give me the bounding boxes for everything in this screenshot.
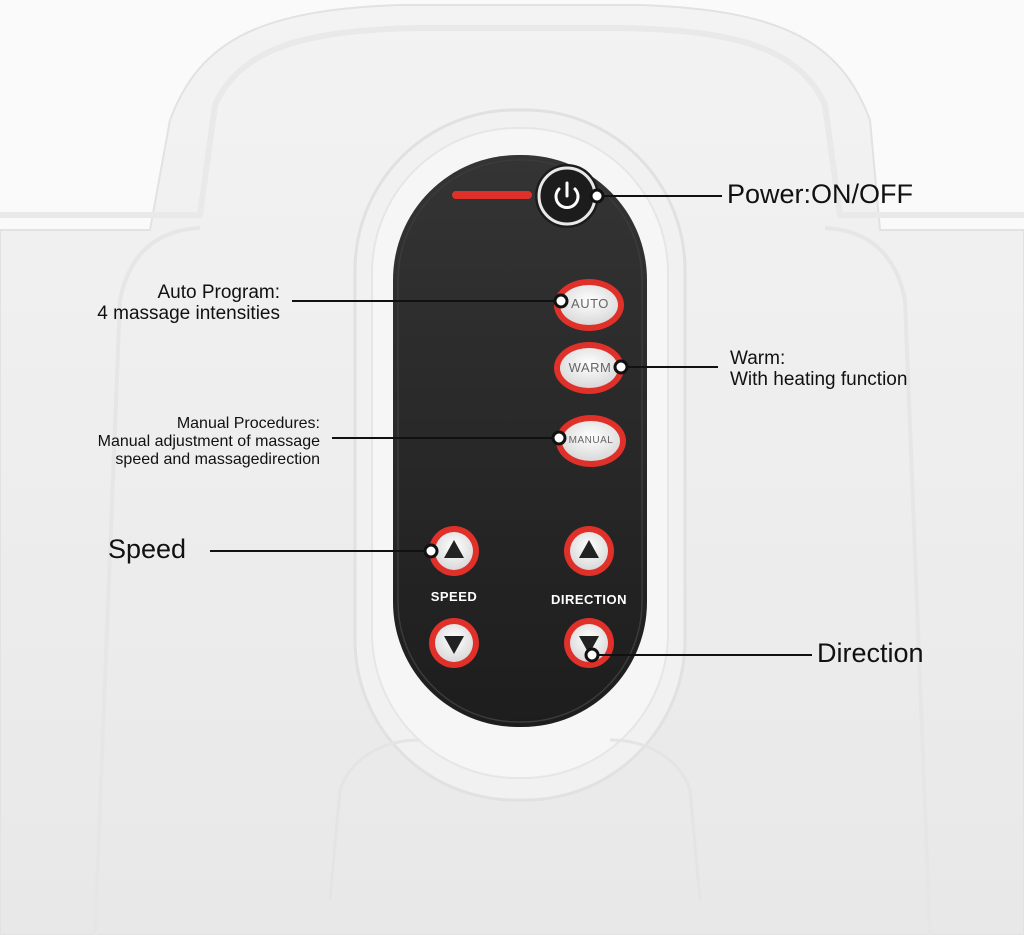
auto-callout-line-1: Auto Program: (157, 282, 281, 303)
manual-procedures-callout: Manual Procedures: Manual adjustment of … (20, 415, 320, 469)
leader-lines (210, 195, 812, 656)
triangle-up-icon (579, 540, 599, 558)
power-icon (554, 181, 580, 209)
speed-label: SPEED (430, 589, 478, 604)
direction-label: DIRECTION (551, 592, 627, 607)
triangle-down-icon (579, 636, 599, 654)
manual-callout-line-3: speed and massagedirection (115, 450, 320, 468)
power-indicator-light (452, 191, 532, 199)
manual-callout-line-2: Manual adjustment of massage (97, 432, 320, 450)
warm-callout-line-1: Warm: (730, 348, 786, 369)
auto-button[interactable] (554, 279, 624, 331)
speed-callout: Speed (108, 534, 186, 564)
warm-callout: Warm: With heating function (730, 348, 907, 391)
speed-down-button[interactable] (429, 618, 479, 668)
warm-callout-line-2: With heating function (730, 369, 908, 391)
power-callout: Power:ON/OFF (727, 179, 913, 209)
triangle-up-icon (444, 540, 464, 558)
power-callout-text: Power:ON/OFF (727, 179, 914, 209)
triangle-down-icon (444, 636, 464, 654)
speed-up-button[interactable] (429, 526, 479, 576)
manual-button[interactable] (556, 415, 626, 467)
manual-callout-line-1: Manual Procedures: (176, 415, 320, 432)
direction-up-button[interactable] (564, 526, 614, 576)
auto-callout-line-2: 4 massage intensities (97, 303, 280, 325)
speed-callout-text: Speed (108, 534, 187, 564)
power-button[interactable] (535, 164, 599, 228)
manual-button-label: MANUAL (568, 435, 614, 446)
warm-button[interactable] (554, 342, 624, 394)
auto-button-label: AUTO (571, 296, 609, 311)
direction-callout-text: Direction (817, 638, 924, 668)
direction-callout: Direction (817, 638, 924, 668)
auto-program-callout: Auto Program: 4 massage intensities (40, 282, 280, 325)
warm-button-label: WARM (568, 360, 612, 375)
leader-dots (423, 188, 629, 663)
